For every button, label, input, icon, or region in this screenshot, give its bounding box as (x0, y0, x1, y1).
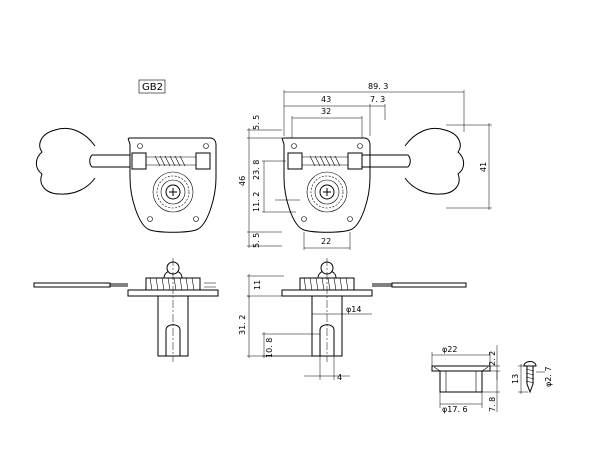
dim-2-2: 2. 2 (488, 351, 497, 366)
worm-bushing (195, 152, 211, 170)
dim-phi17-6: φ17. 6 (442, 405, 468, 414)
bushing-inner (445, 371, 477, 392)
dim-lines-top (283, 90, 465, 138)
dim-46: 46 (238, 176, 247, 186)
dim-31-2: 31. 2 (238, 315, 247, 335)
gear-teeth (149, 277, 195, 291)
front-view-left: GB2 (35, 79, 217, 233)
key-stem-right (362, 154, 411, 168)
model-label: GB2 (142, 82, 163, 93)
screw-thread (525, 368, 535, 384)
model-label-box (138, 79, 166, 94)
dim-7-3: 7. 3 (370, 95, 385, 104)
key-stem-side (372, 283, 392, 287)
gear-screw (319, 184, 335, 200)
worm-shaft (302, 156, 348, 166)
dim-10-8: 10. 8 (265, 338, 274, 358)
screw-shank (526, 366, 534, 394)
dim-13-line (518, 364, 528, 394)
gear-inner (314, 179, 340, 205)
gear-screw (165, 184, 181, 200)
bushing-detail: φ22 2. 2 φ17. 6 7. 8 (431, 345, 500, 414)
dim-41: 41 (479, 162, 488, 172)
worm-bushing (347, 152, 363, 170)
dim-5-5-bottom: 5. 5 (252, 233, 261, 248)
dim-11: 11 (253, 280, 262, 290)
phillips-cross (169, 188, 177, 196)
bushing-flange (431, 365, 491, 372)
gear-root (156, 175, 190, 209)
worm-thread (309, 155, 341, 167)
screw-head (523, 361, 537, 367)
key-stem-side (110, 283, 128, 287)
gear-root (310, 175, 344, 209)
dim-31-2-line (247, 295, 312, 358)
dim-41-line (446, 123, 492, 210)
worm-thread (154, 155, 186, 167)
screw-hole (147, 216, 153, 222)
dim-lines-left (247, 128, 300, 248)
dim-phi14: φ14 (346, 305, 361, 314)
dim-13: 13 (511, 374, 520, 384)
side-view-right: 11 31. 2 φ14 10. 8 4 (238, 258, 467, 382)
screw-hole (137, 143, 143, 149)
dim-11-line (247, 274, 284, 298)
dim-43: 43 (321, 95, 331, 104)
dim-32: 32 (321, 107, 331, 116)
tuner-key-right (404, 127, 465, 195)
dim-5-5-top: 5. 5 (252, 115, 261, 130)
key-stem-left (89, 154, 132, 168)
dim-4-line (304, 356, 350, 380)
gear-outer (152, 171, 194, 213)
dim-11-2: 11. 2 (252, 192, 261, 212)
screw-hole (301, 216, 307, 222)
dim-phi22-line (431, 352, 491, 366)
worm-bushing (287, 152, 303, 170)
worm-bushing (131, 152, 147, 170)
key-blade-left (33, 282, 111, 288)
dim-4: 4 (337, 373, 342, 382)
dim-phi17-6-line (439, 392, 483, 408)
dim-22: 22 (321, 237, 331, 246)
screw-hole (357, 143, 363, 149)
screw-hole (291, 143, 297, 149)
bushing-chamfer (433, 366, 489, 372)
wood-screw-detail: 13 φ2. 7 (511, 361, 553, 394)
dim-phi2-7: φ2. 7 (544, 366, 553, 387)
screw-hole (347, 216, 353, 222)
dim-23-8: 23. 8 (252, 160, 261, 180)
gear-teeth (303, 277, 349, 291)
front-view-right: 89. 3 43 7. 3 32 5. 5 46 23. 8 11. 2 5. … (238, 82, 492, 250)
worm-shaft (146, 156, 196, 166)
screw-hole (193, 216, 199, 222)
tuner-key-left (35, 127, 96, 195)
bushing-top (204, 282, 216, 288)
dim-22-line (303, 232, 351, 250)
dim-7-8: 7. 8 (488, 397, 497, 412)
dim-10-8-line (262, 332, 320, 358)
dim-phi22: φ22 (442, 345, 457, 354)
gear-inner (160, 179, 186, 205)
dim-7-8-line (482, 371, 500, 412)
key-blade-right (391, 282, 467, 288)
screw-hole (203, 143, 209, 149)
side-view-left (33, 258, 219, 362)
gear-outer (306, 171, 348, 213)
dim-89-3: 89. 3 (368, 82, 388, 91)
phillips-cross (323, 188, 331, 196)
